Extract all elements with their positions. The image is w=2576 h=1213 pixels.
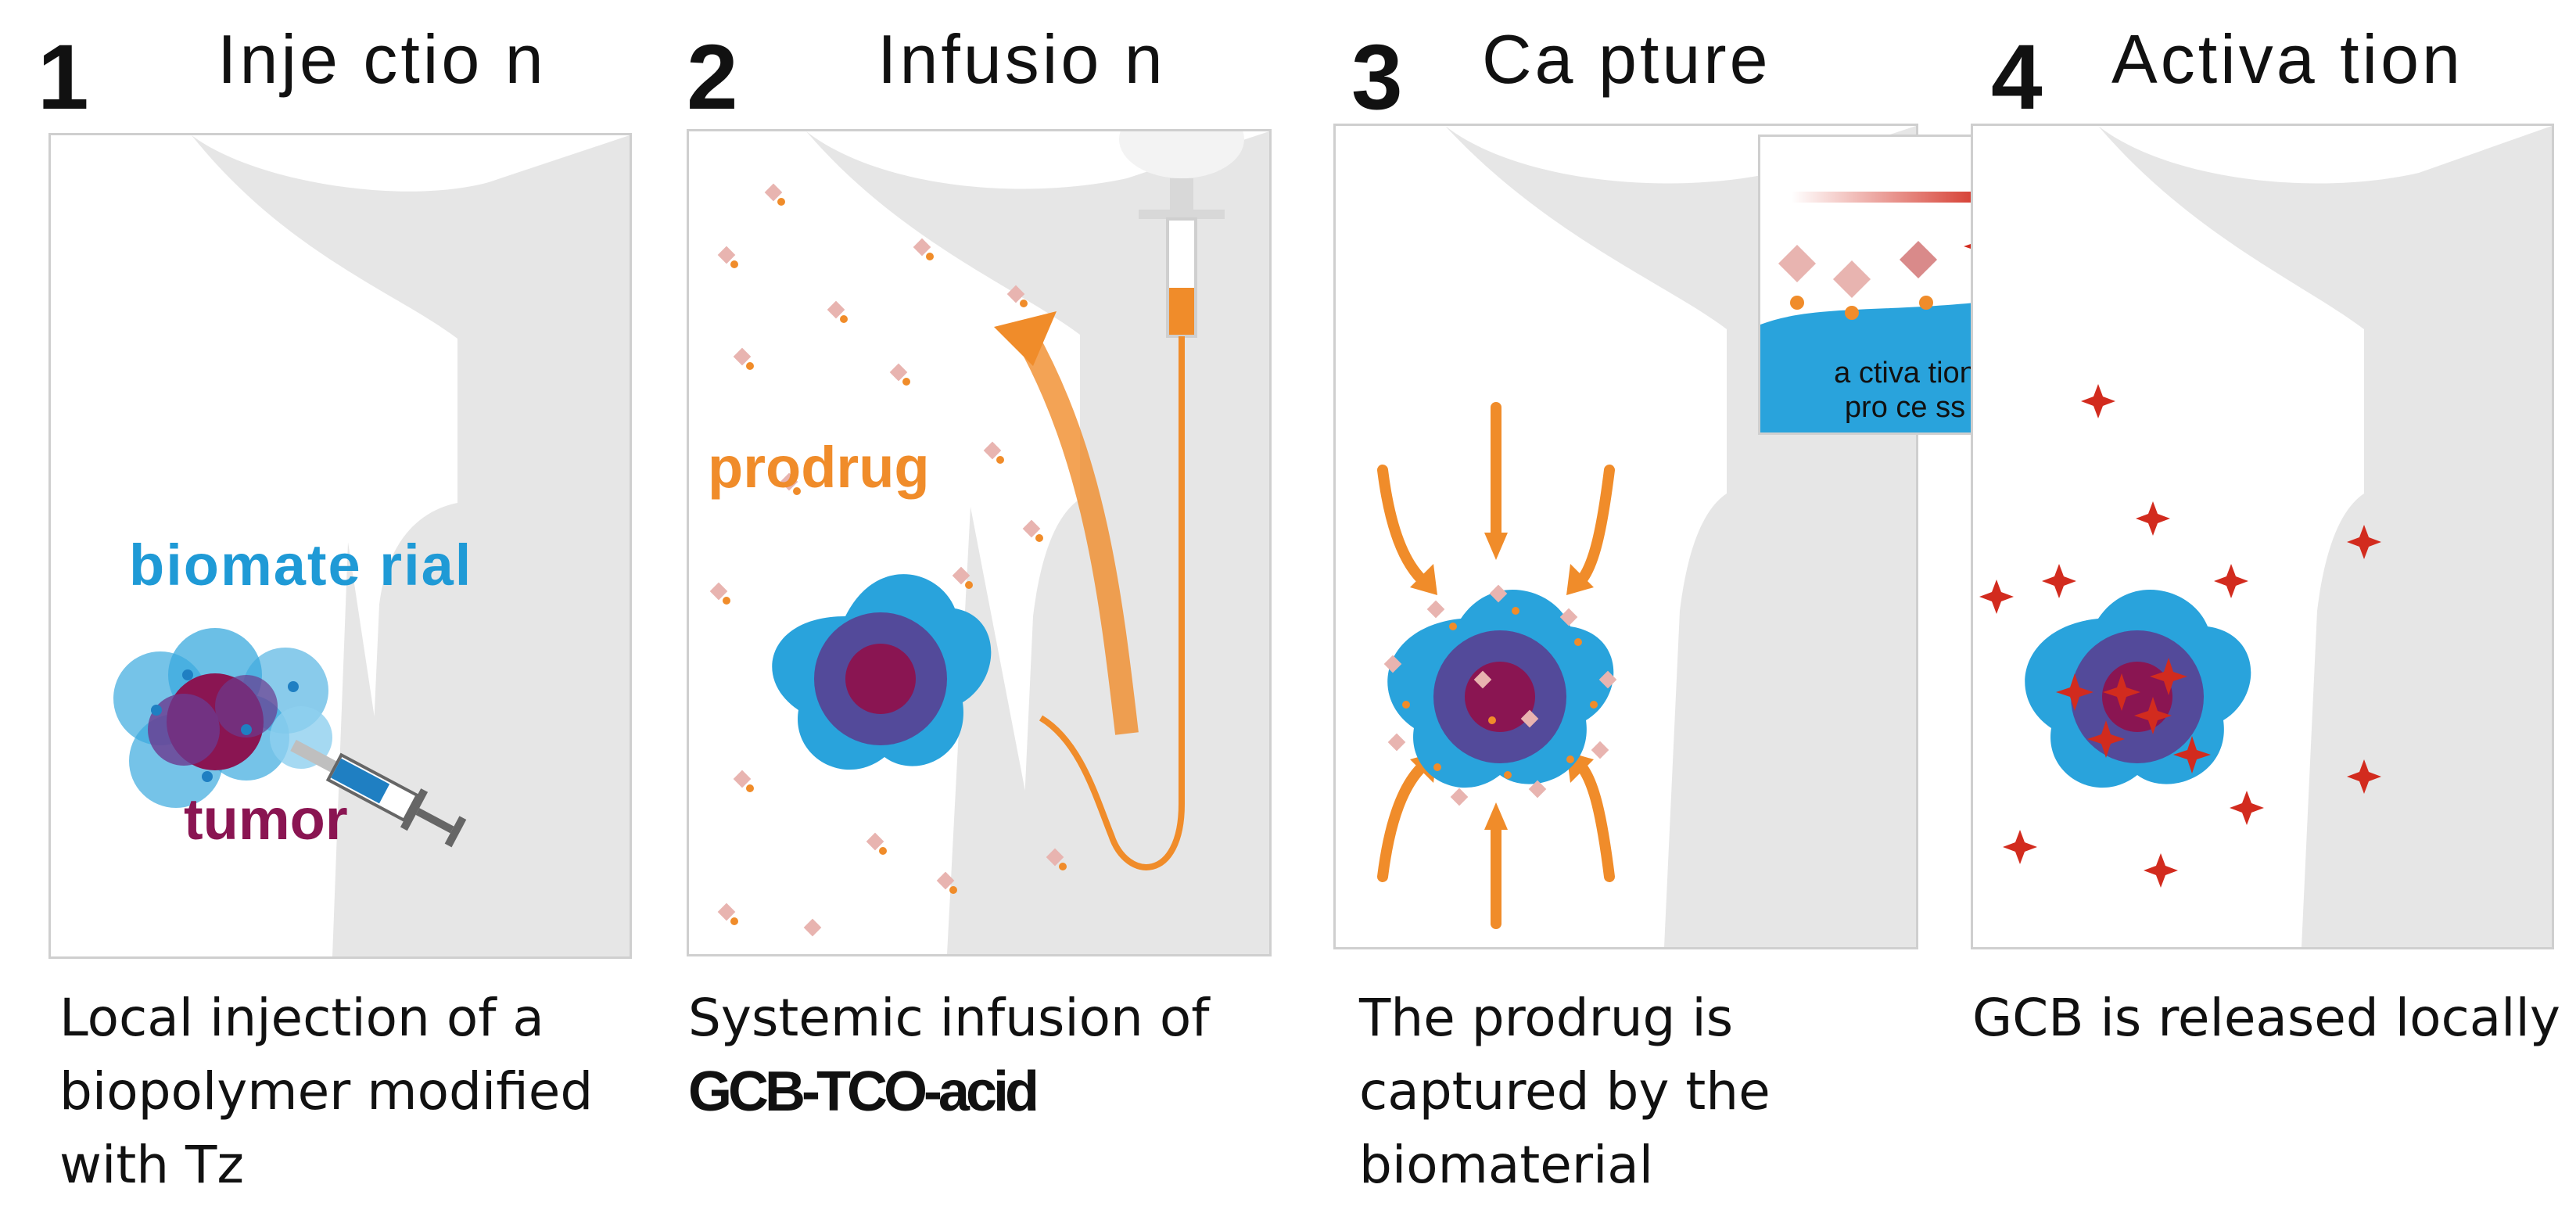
step-1-title: Inje ctio n [217,20,547,98]
step-2-panel [687,129,1272,956]
caption-line: biopolymer modified [59,1061,594,1121]
caption-line: biomaterial [1359,1135,1654,1195]
caption-line: The prodrug is [1359,988,1734,1048]
step-1-number: 1 [38,26,89,129]
flow-arrow [1014,328,1139,735]
inset-label-line: pro ce ss [1844,391,1966,424]
caption-line: GCB is released locally [1972,988,2560,1048]
step-4-title: Activa tion [2111,20,2463,98]
step-3-caption: The prodrug is captured by the biomateri… [1359,982,1771,1202]
step-2-illustration [709,131,1269,954]
step-2-caption: Systemic infusion of GCB-TCO-acid [688,982,1209,1129]
tumor-site [772,574,992,770]
caption-line: Local injection of a [59,988,544,1048]
body-silhouette [192,135,630,956]
caption-line: with Tz [59,1135,244,1195]
inset-label-line: a ctiva tion [1834,357,1976,389]
body-silhouette [2098,126,2552,947]
infusion-bag-icon [1039,131,1244,870]
step-1-caption: Local injection of a biopolymer modified… [59,982,593,1202]
step-4-panel [1971,124,2554,949]
syringe-icon [290,739,467,848]
drug-stars [1979,384,2381,888]
step-3-number: 3 [1351,26,1403,129]
step-1-panel [48,133,632,959]
step-2-number: 2 [687,26,738,129]
caption-line: Systemic infusion of [688,988,1210,1048]
tumor-label: tumor [184,787,348,852]
step-2-title: Infusio n [877,20,1166,98]
biomaterial-with-drug [2025,589,2251,788]
tumor-mass [148,673,278,770]
step-4-number: 4 [1991,26,2043,129]
caption-bold-compound: GCB-TCO-acid [688,1060,1039,1123]
step-4-illustration [1979,126,2552,947]
inset-prodrug-particles [1778,240,1938,299]
biomaterial-label: biomate rial [129,533,473,598]
inset-label: a ctiva tion pro ce ss [1760,356,2050,425]
step-4-caption: GCB is released locally [1972,982,2560,1055]
step-1-illustration [113,135,630,956]
body-silhouette [806,131,1269,954]
capture-arrows [1377,402,1615,929]
prodrug-label: prodrug [708,435,930,500]
caption-line: captured by the [1359,1061,1771,1121]
step-3-title: Ca pture [1482,20,1771,98]
